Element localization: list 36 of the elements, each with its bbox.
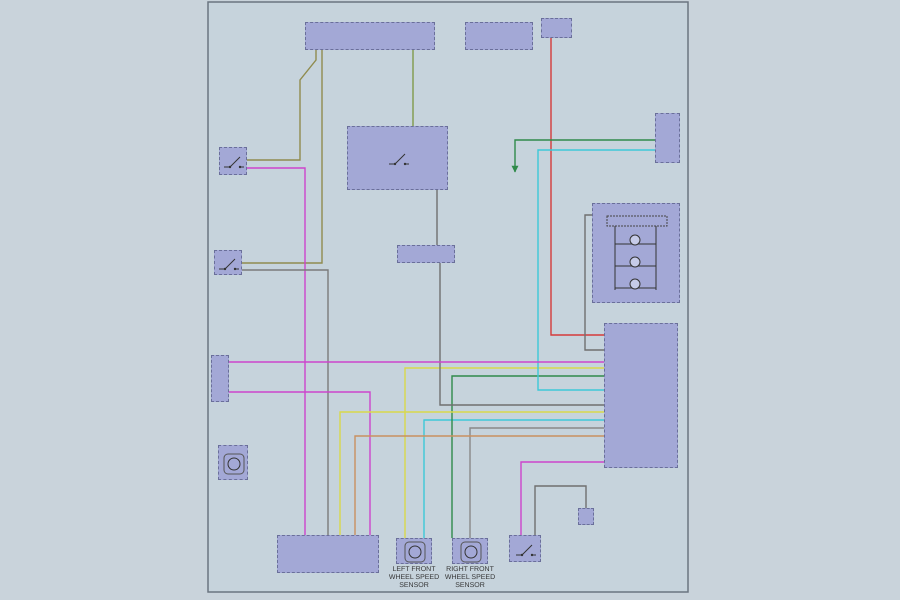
switch-module [347,126,448,190]
lamp-panel [592,203,680,303]
control-module [277,535,379,573]
wire [439,263,604,406]
fuse-block [578,508,594,525]
sensor-box [218,445,248,480]
wire [242,269,329,535]
wire [412,50,414,126]
wire [247,167,306,535]
wire-arrow [512,139,655,173]
connector-block [211,355,229,402]
wire [436,190,438,245]
wire [339,411,604,535]
wire [534,485,587,535]
fuse-block [305,22,435,50]
wire [229,391,371,535]
wire [584,214,604,351]
switch-box [214,250,242,275]
control-module [604,323,678,468]
wire [229,361,604,363]
wire [354,435,604,535]
switch-box [509,535,541,562]
wire [537,149,655,391]
fuse-block [541,18,572,38]
switch-box [219,147,247,175]
wire [242,50,323,264]
wire [247,50,317,161]
connector-block [655,113,680,163]
wire [404,367,604,538]
wire [520,461,604,535]
wire [423,419,604,538]
wire [550,38,604,336]
fuse-block [397,245,455,263]
wire [451,375,604,538]
wire [469,427,604,538]
fuse-block [465,22,533,50]
